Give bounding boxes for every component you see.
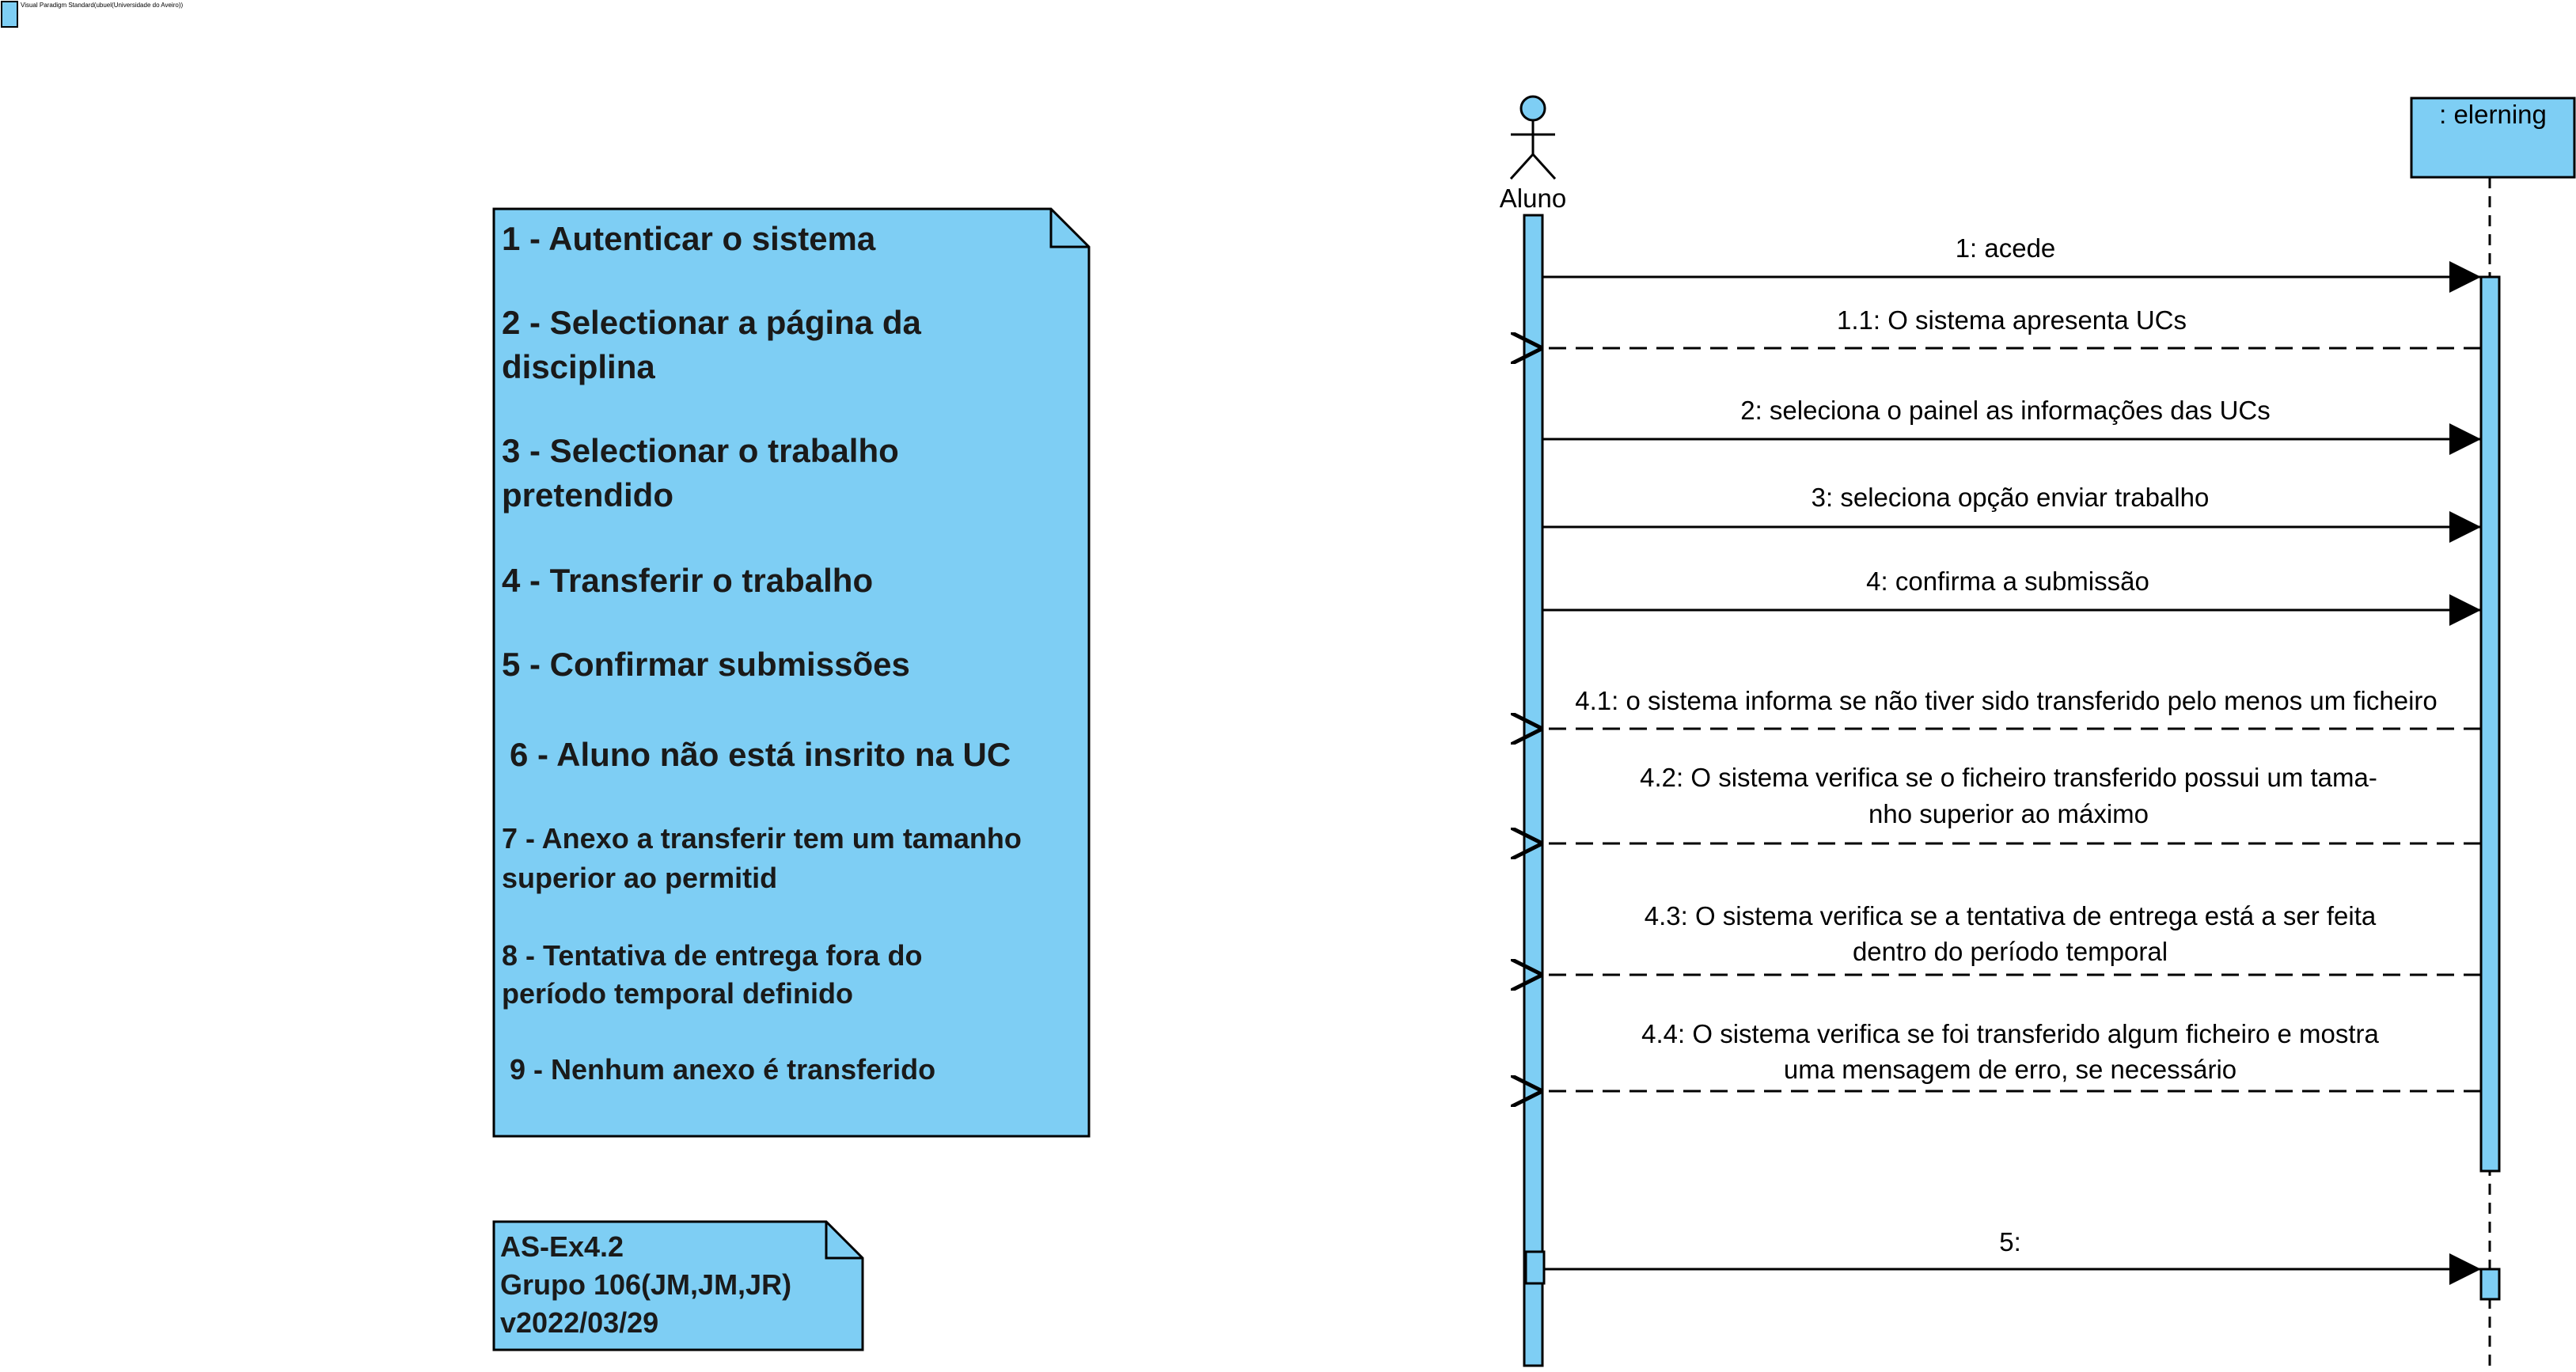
actor-activation-bar — [1523, 214, 1544, 1367]
req-line: pretendido — [502, 476, 673, 514]
req-line: 1 - Autenticar o sistema — [502, 220, 876, 257]
info-line: v2022/03/29 — [500, 1306, 658, 1339]
info-note: AS-Ex4.2 Grupo 106(JM,JM,JR) v2022/03/29 — [492, 1220, 864, 1351]
system-head-box — [2410, 97, 2576, 179]
message-4-2-label: 4.2: O sistema verifica se o ficheiro tr… — [1640, 763, 2377, 792]
message-5-label: 5: — [1999, 1227, 2021, 1256]
system-activation-segment — [2479, 1268, 2501, 1301]
message-4-4-label: 4.4: O sistema verifica se foi transferi… — [1641, 1019, 2379, 1048]
req-line: 8 - Tentativa de entrega fora do — [502, 939, 922, 972]
req-line: período temporal definido — [502, 977, 853, 1010]
actor-name: Aluno — [1500, 184, 1566, 213]
requirements-note: 1 - Autenticar o sistema 2 - Selectionar… — [492, 207, 1091, 1138]
req-line: 2 - Selectionar a página da — [502, 304, 921, 341]
info-line: Grupo 106(JM,JM,JR) — [500, 1268, 791, 1301]
message-1-label: 1: acede — [1956, 233, 2056, 263]
message-4-3-label: 4.3: O sistema verifica se a tentativa d… — [1645, 901, 2377, 930]
diagram-frame-icon — [1, 1, 18, 28]
req-line: 9 - Nenhum anexo é transferido — [510, 1053, 935, 1086]
stick-figure-actor-icon — [1509, 95, 1557, 180]
message-2-label: 2: seleciona o painel as informações das… — [1740, 396, 2271, 425]
message-4-2-label: nho superior ao máximo — [1868, 799, 2149, 828]
req-line: disciplina — [502, 348, 655, 385]
req-line: 6 - Aluno não está insrito na UC — [510, 736, 1011, 773]
system-lifeline: : elerning — [2410, 97, 2576, 1366]
system-activation-bar — [2479, 275, 2501, 1173]
message-4-4-label: uma mensagem de erro, se necessário — [1784, 1055, 2236, 1084]
req-line: 3 - Selectionar o trabalho — [502, 432, 899, 469]
req-line: 4 - Transferir o trabalho — [502, 562, 873, 599]
message-3-label: 3: seleciona opção enviar trabalho — [1812, 483, 2210, 512]
message-1-1-label: 1.1: O sistema apresenta UCs — [1837, 305, 2187, 335]
info-line: AS-Ex4.2 — [500, 1230, 624, 1263]
header-caption: Visual Paradigm Standard(ubuel(Universid… — [21, 2, 183, 9]
req-line: 7 - Anexo a transferir tem um tamanho — [502, 822, 1022, 855]
message-4-3-label: dentro do período temporal — [1853, 937, 2168, 966]
actor-lifeline: Aluno — [1500, 95, 1566, 1367]
message-4-1-label: 4.1: o sistema informa se não tiver sido… — [1575, 686, 2438, 715]
req-line: superior ao permitid — [502, 862, 777, 894]
req-line: 5 - Confirmar submissões — [502, 646, 910, 683]
message-4-label: 4: confirma a submissão — [1866, 567, 2149, 596]
actor-activation-segment — [1524, 1250, 1546, 1285]
messages: 1: acede 1.1: O sistema apresenta UCs 2:… — [1542, 233, 2481, 1285]
system-name: : elerning — [2439, 100, 2547, 129]
